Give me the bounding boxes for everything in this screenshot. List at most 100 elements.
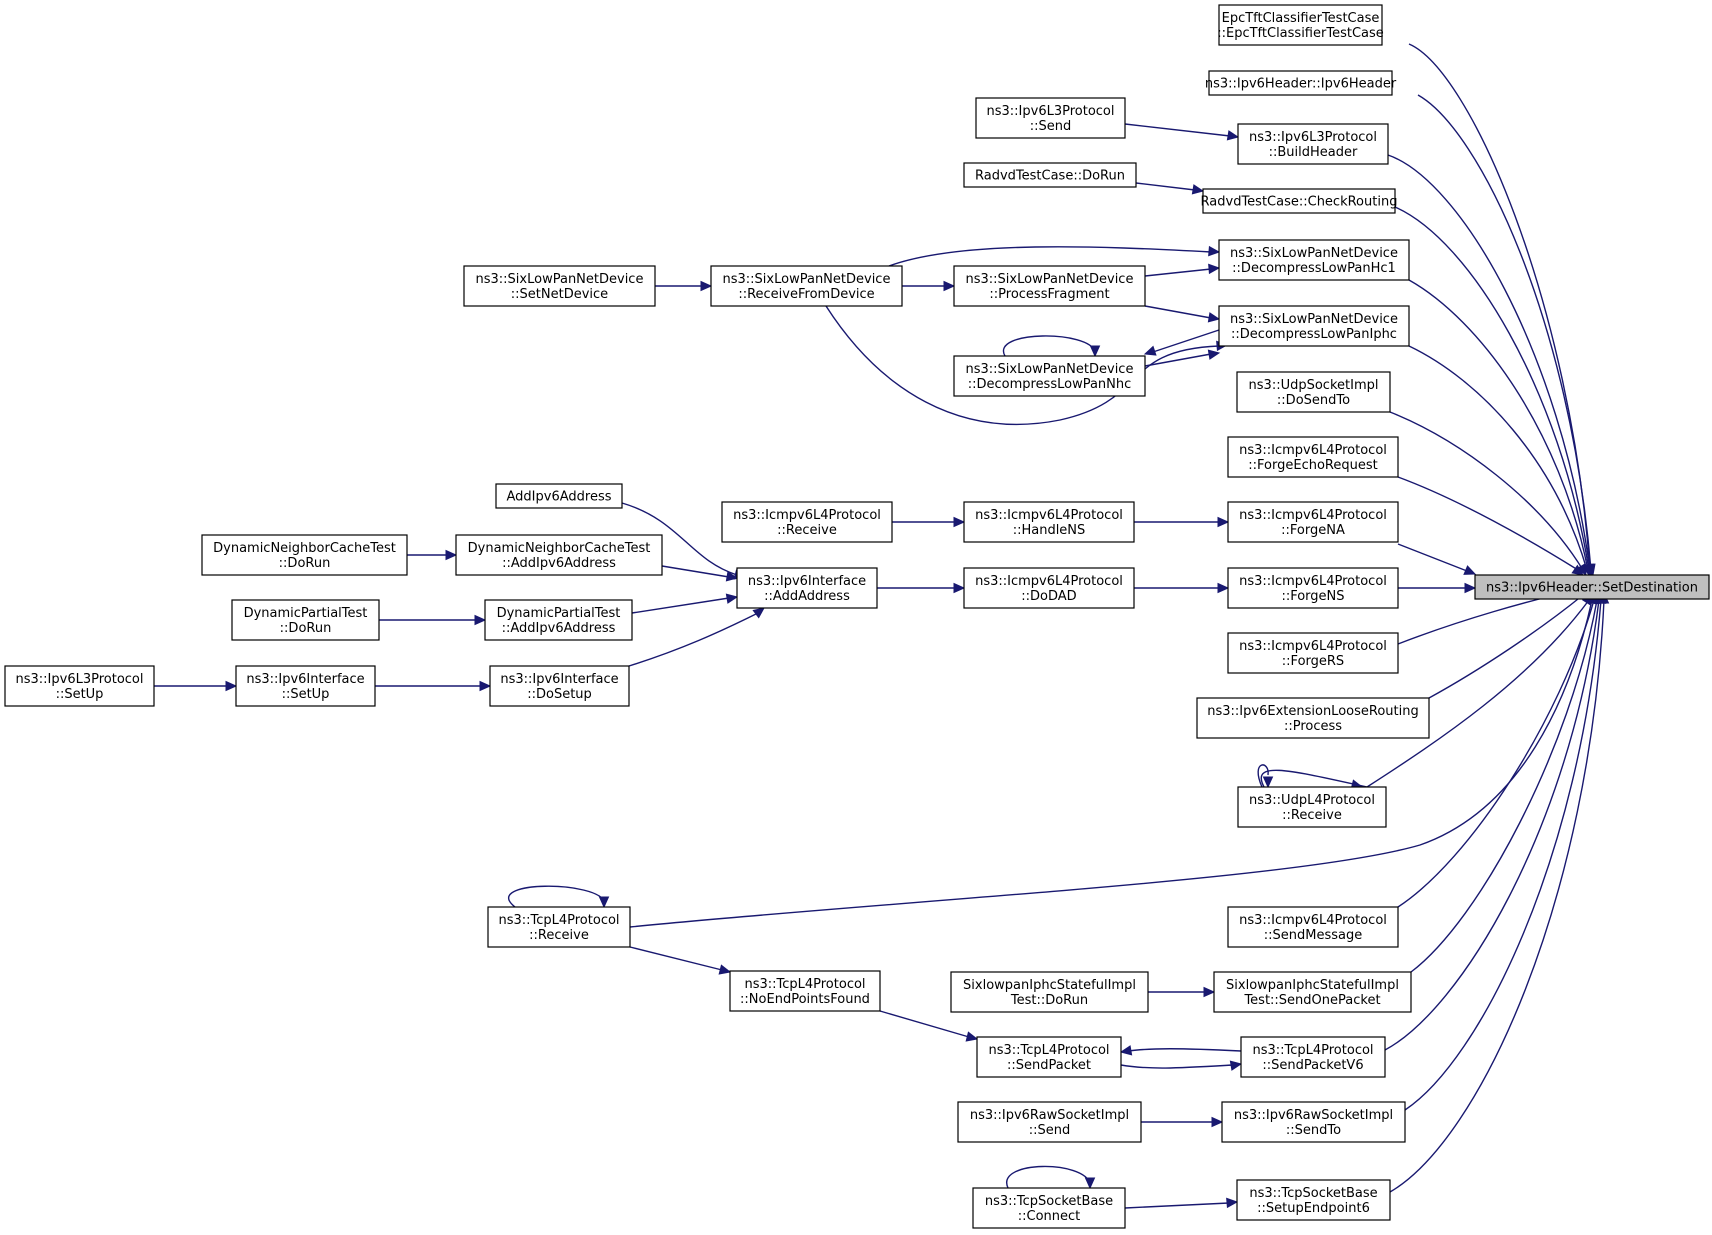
node-label: Test::SendOnePacket xyxy=(1243,993,1380,1008)
function-node[interactable]: ns3::Ipv6L3Protocol::SetUp xyxy=(4,665,155,707)
function-node[interactable]: ns3::Icmpv6L4Protocol::ForgeNA xyxy=(1227,501,1399,543)
call-edge xyxy=(877,582,966,594)
node-label: ::Receive xyxy=(1282,808,1342,823)
call-edge xyxy=(1144,305,1221,323)
node-box xyxy=(201,534,408,576)
arrowhead-icon xyxy=(1262,776,1274,789)
node-label: DynamicNeighborCacheTest xyxy=(468,541,651,556)
function-node[interactable]: ns3::Ipv6L3Protocol::BuildHeader xyxy=(1237,123,1389,165)
node-label: ::ForgeNS xyxy=(1281,589,1344,604)
node-label: ns3::Ipv6L3Protocol xyxy=(987,104,1115,119)
node-label: ::SendPacketV6 xyxy=(1262,1058,1363,1073)
arrowhead-icon xyxy=(1191,184,1205,195)
function-node[interactable]: ns3::Icmpv6L4Protocol::SendMessage xyxy=(1227,906,1399,948)
function-node[interactable]: EpcTftClassifierTestCase::EpcTftClassifi… xyxy=(1217,4,1384,46)
call-edge xyxy=(1120,1060,1243,1071)
arrowhead-icon xyxy=(445,549,458,561)
edge-line xyxy=(629,946,723,971)
function-node[interactable]: ns3::Ipv6RawSocketImpl::Send xyxy=(957,1101,1142,1143)
arrowhead-icon xyxy=(1143,345,1157,356)
function-node[interactable]: RadvdTestCase::DoRun xyxy=(963,162,1137,188)
node-label: ns3::SixLowPanNetDevice xyxy=(476,272,644,287)
edge-line xyxy=(1144,353,1212,367)
node-box xyxy=(1227,906,1399,948)
function-node[interactable]: DynamicNeighborCacheTest::AddIpv6Address xyxy=(455,534,663,576)
node-label: ::EpcTftClassifierTestCase xyxy=(1217,26,1384,41)
nodes: ns3::Ipv6Header::SetDestination EpcTftCla… xyxy=(4,4,1710,1229)
function-node[interactable]: DynamicPartialTest::AddIpv6Address xyxy=(484,599,633,641)
node-label: ns3::Icmpv6L4Protocol xyxy=(1239,508,1387,523)
call-edge xyxy=(1006,1165,1096,1190)
node-label: ns3::Icmpv6L4Protocol xyxy=(1239,913,1387,928)
edge-line xyxy=(631,597,730,614)
arrowhead-icon xyxy=(965,1031,979,1042)
edge-line xyxy=(825,305,1220,426)
function-node[interactable]: ns3::SixLowPanNetDevice::DecompressLowPa… xyxy=(1218,239,1410,281)
node-box xyxy=(231,599,380,641)
function-node[interactable]: ns3::Icmpv6L4Protocol::ForgeNS xyxy=(1227,567,1399,609)
function-node[interactable]: RadvdTestCase::CheckRouting xyxy=(1201,188,1398,214)
function-node[interactable]: ns3::Icmpv6L4Protocol::HandleNS xyxy=(963,501,1135,543)
function-node[interactable]: ns3::Icmpv6L4Protocol::ForgeEchoRequest xyxy=(1227,436,1399,478)
function-node[interactable]: ns3::SixLowPanNetDevice::DecompressLowPa… xyxy=(953,355,1146,397)
function-node[interactable]: ns3::Ipv6Interface::AddAddress xyxy=(736,567,878,609)
node-label: ::DoSetup xyxy=(527,687,592,702)
function-node[interactable]: AddIpv6Address xyxy=(495,483,623,509)
node-box xyxy=(484,599,633,641)
edge-line xyxy=(1389,599,1605,1193)
call-edge xyxy=(379,614,487,626)
node-label: ::NoEndPointsFound xyxy=(740,992,870,1007)
node-box xyxy=(950,971,1149,1013)
function-node[interactable]: DynamicPartialTest::DoRun xyxy=(231,599,380,641)
node-label: ns3::UdpSocketImpl xyxy=(1249,378,1379,393)
function-node[interactable]: ns3::UdpL4Protocol::Receive xyxy=(1237,786,1387,828)
function-node[interactable]: ns3::TcpL4Protocol::SendPacket xyxy=(976,1036,1122,1078)
node-box xyxy=(455,534,663,576)
function-node[interactable]: ns3::TcpL4Protocol::Receive xyxy=(487,906,631,948)
function-node[interactable]: ns3::SixLowPanNetDevice::ProcessFragment xyxy=(953,265,1146,307)
function-node[interactable]: ns3::SixLowPanNetDevice::ReceiveFromDevi… xyxy=(710,265,903,307)
node-label: ns3::Icmpv6L4Protocol xyxy=(975,574,1123,589)
node-label: DynamicPartialTest xyxy=(497,606,621,621)
node-box xyxy=(963,567,1135,609)
node-label: ns3::TcpL4Protocol xyxy=(1252,1043,1373,1058)
function-node[interactable]: ns3::TcpL4Protocol::SendPacketV6 xyxy=(1240,1036,1386,1078)
function-node[interactable]: ns3::TcpL4Protocol::NoEndPointsFound xyxy=(729,970,881,1012)
function-node[interactable]: DynamicNeighborCacheTest::DoRun xyxy=(201,534,408,576)
function-node[interactable]: ns3::Ipv6Header::Ipv6Header xyxy=(1205,70,1397,96)
function-node[interactable]: ns3::Ipv6ExtensionLooseRouting::Process xyxy=(1196,697,1430,739)
function-node[interactable]: ns3::TcpSocketBase::Connect xyxy=(972,1187,1126,1229)
edge-line xyxy=(1397,543,1468,572)
root-function-node[interactable]: ns3::Ipv6Header::SetDestination xyxy=(1474,574,1710,600)
arrowhead-icon xyxy=(1229,1060,1243,1071)
function-node[interactable]: ns3::Icmpv6L4Protocol::DoDAD xyxy=(963,567,1135,609)
node-label: ::AddAddress xyxy=(764,589,850,604)
function-node[interactable]: SixlowpanIphcStatefulImplTest::SendOnePa… xyxy=(1213,971,1412,1013)
function-node[interactable]: ns3::SixLowPanNetDevice::SetNetDevice xyxy=(463,265,656,307)
call-edge xyxy=(375,680,492,692)
call-edge xyxy=(628,607,765,667)
function-node[interactable]: ns3::Ipv6Interface::DoSetup xyxy=(489,665,630,707)
function-node[interactable]: ns3::Icmpv6L4Protocol::Receive xyxy=(721,501,893,543)
node-label: ns3::Ipv6L3Protocol xyxy=(16,672,144,687)
function-node[interactable]: ns3::SixLowPanNetDevice::DecompressLowPa… xyxy=(1218,305,1410,347)
function-node[interactable]: ns3::Ipv6RawSocketImpl::SendTo xyxy=(1221,1101,1406,1143)
node-box xyxy=(1202,188,1396,214)
edge-line xyxy=(1408,43,1591,571)
node-label: ::SetUp xyxy=(56,687,104,702)
node-box xyxy=(963,162,1137,188)
function-node[interactable]: ns3::Ipv6L3Protocol::Send xyxy=(975,97,1126,139)
call-edge xyxy=(1404,591,1607,1111)
call-edge xyxy=(1397,476,1584,576)
function-node[interactable]: ns3::UdpSocketImpl::DoSendTo xyxy=(1236,371,1391,413)
function-node[interactable]: ns3::Icmpv6L4Protocol::ForgeRS xyxy=(1227,632,1399,674)
call-edge xyxy=(1257,764,1274,789)
node-box xyxy=(1227,501,1399,543)
call-edge xyxy=(879,1010,979,1042)
call-edge xyxy=(1389,591,1610,1193)
node-box xyxy=(1236,371,1391,413)
call-edge xyxy=(1002,335,1101,358)
function-node[interactable]: ns3::TcpSocketBase::SetupEndpoint6 xyxy=(1236,1179,1391,1221)
function-node[interactable]: ns3::Ipv6Interface::SetUp xyxy=(235,665,376,707)
